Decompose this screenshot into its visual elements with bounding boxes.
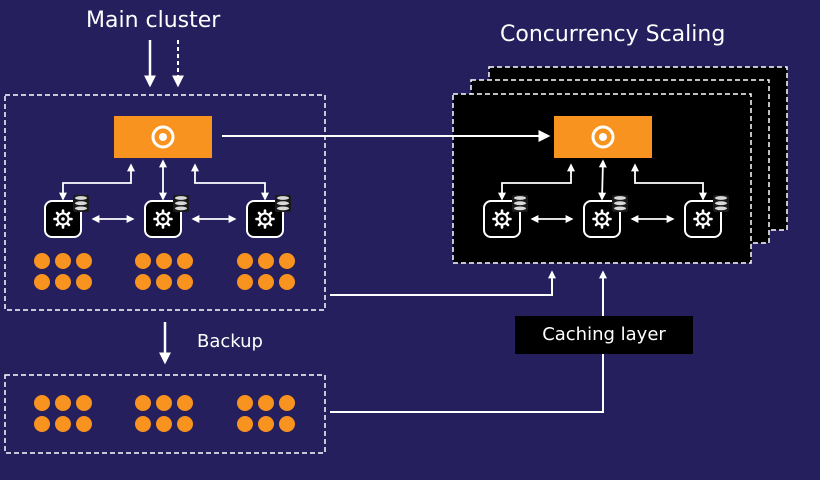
data-block-dot — [279, 416, 295, 432]
data-block-dot — [76, 253, 92, 269]
data-block-dot — [279, 274, 295, 290]
target-icon — [591, 125, 615, 149]
data-block-dot — [34, 416, 50, 432]
leader-compute-connector — [191, 163, 269, 201]
data-block-dot — [237, 395, 253, 411]
data-block-dot — [156, 416, 172, 432]
concurrency-scaling-title: Concurrency Scaling — [500, 22, 726, 47]
data-block-dot — [258, 274, 274, 290]
data-block-dot — [76, 274, 92, 290]
data-block-dot — [258, 395, 274, 411]
gear-icon — [153, 209, 173, 229]
data-block-dot — [279, 395, 295, 411]
compute-node — [144, 195, 189, 238]
leader-compute-connector — [59, 163, 135, 201]
data-block-dot — [55, 274, 71, 290]
main-to-caching-arrow — [330, 270, 556, 296]
data-block-group — [135, 253, 193, 290]
data-block-dot — [237, 274, 253, 290]
compute-node — [684, 195, 729, 238]
data-block-dot — [156, 253, 172, 269]
data-block-dot — [237, 416, 253, 432]
data-block-dot — [55, 416, 71, 432]
data-block-dot — [135, 395, 151, 411]
data-block-dot — [34, 253, 50, 269]
backup-label: Backup — [197, 331, 263, 352]
main-cluster-title: Main cluster — [86, 8, 221, 33]
leader-compute-connector — [631, 163, 707, 201]
data-block-dot — [135, 416, 151, 432]
data-block-dot — [55, 395, 71, 411]
data-block-dot — [177, 253, 193, 269]
data-block-group — [237, 395, 295, 432]
data-block-group — [237, 253, 295, 290]
data-block-dot — [34, 395, 50, 411]
target-icon — [151, 125, 175, 149]
data-block-dot — [76, 395, 92, 411]
scaling-cluster — [483, 116, 729, 238]
data-block-dot — [135, 274, 151, 290]
data-block-dot — [177, 395, 193, 411]
gear-icon — [693, 209, 713, 229]
gear-icon — [592, 209, 612, 229]
database-icon — [713, 195, 729, 212]
compute-node — [44, 195, 89, 238]
data-block-dot — [258, 253, 274, 269]
gear-icon — [492, 209, 512, 229]
main-cluster-storage — [34, 253, 295, 290]
data-block-dot — [237, 253, 253, 269]
main-cluster — [44, 116, 291, 238]
backup-storage — [34, 395, 295, 432]
data-block-dot — [177, 274, 193, 290]
database-icon — [73, 195, 89, 212]
database-icon — [173, 195, 189, 212]
caching-layer-label: Caching layer — [515, 316, 693, 354]
data-block-dot — [177, 416, 193, 432]
data-block-dot — [279, 253, 295, 269]
compute-node — [483, 195, 528, 238]
data-block-dot — [156, 395, 172, 411]
data-block-dot — [76, 416, 92, 432]
compute-node — [246, 195, 291, 238]
data-block-group — [34, 395, 92, 432]
gear-icon — [53, 209, 73, 229]
leader-node — [114, 116, 212, 158]
leader-compute-connector — [498, 163, 575, 201]
data-block-group — [34, 253, 92, 290]
leader-node — [554, 116, 652, 158]
data-block-dot — [135, 253, 151, 269]
main-cluster-box — [4, 94, 326, 311]
data-block-dot — [34, 274, 50, 290]
data-block-group — [135, 395, 193, 432]
database-icon — [612, 195, 628, 212]
data-block-dot — [156, 274, 172, 290]
backup-box — [4, 374, 326, 454]
database-icon — [512, 195, 528, 212]
compute-node — [583, 195, 628, 238]
gear-icon — [255, 209, 275, 229]
data-block-dot — [55, 253, 71, 269]
leader-compute-connector — [598, 159, 607, 201]
data-block-dot — [258, 416, 274, 432]
database-icon — [275, 195, 291, 212]
